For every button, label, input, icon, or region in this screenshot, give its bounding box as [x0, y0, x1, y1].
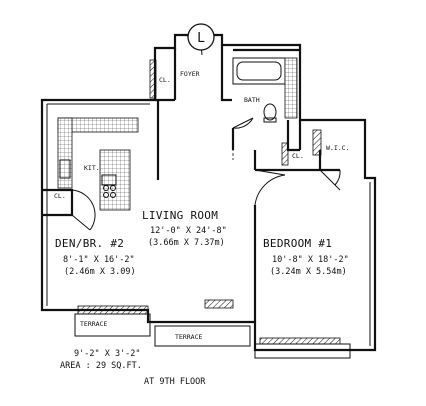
- kitchen-label: KIT.: [84, 164, 100, 172]
- terrace-area: AREA : 29 SQ.FT.: [60, 361, 142, 371]
- unit-marker-circle: [187, 23, 215, 51]
- closet-hatch: [281, 142, 289, 166]
- terrace-dim: 9'-2" X 3'-2": [74, 349, 141, 359]
- bath-label: BATH: [244, 96, 260, 104]
- den-name: DEN/BR. #2: [55, 237, 124, 250]
- closet-label-bedroom: CL.: [292, 152, 304, 160]
- terrace-left: [74, 305, 151, 337]
- closet-hatch: [149, 59, 157, 99]
- bedroom-dim-m: (3.24m X 5.54m): [270, 267, 347, 277]
- terrace-right: [254, 337, 351, 359]
- den-dim-ft: 8'-1" X 16'-2": [63, 255, 135, 265]
- den-dim-m: (2.46m X 3.09): [64, 267, 136, 277]
- closet-hatch: [312, 129, 322, 156]
- unit-marker-label: L: [197, 31, 205, 46]
- living-room-dim-m: (3.66m X 7.37m): [148, 238, 225, 248]
- foyer-label: FOYER: [180, 70, 200, 78]
- terrace-left-label: TERRACE: [80, 320, 107, 328]
- terrace-center-label: TERRACE: [175, 333, 202, 341]
- living-room-name: LIVING ROOM: [142, 209, 218, 222]
- closet-label-den: CL.: [54, 192, 66, 200]
- bedroom-dim-ft: 10'-8" X 18'-2": [272, 255, 349, 265]
- floor-note: AT 9TH FLOOR: [144, 377, 206, 387]
- closet-label-foyer: CL.: [159, 76, 171, 84]
- kitchen-counters: [57, 117, 139, 211]
- terrace-center: [154, 299, 251, 347]
- wic-label: W.I.C.: [326, 144, 349, 152]
- living-room-dim-ft: 12'-0" X 24'-8": [150, 226, 227, 236]
- bedroom-name: BEDROOM #1: [263, 237, 332, 250]
- bath-fixtures: [232, 57, 298, 123]
